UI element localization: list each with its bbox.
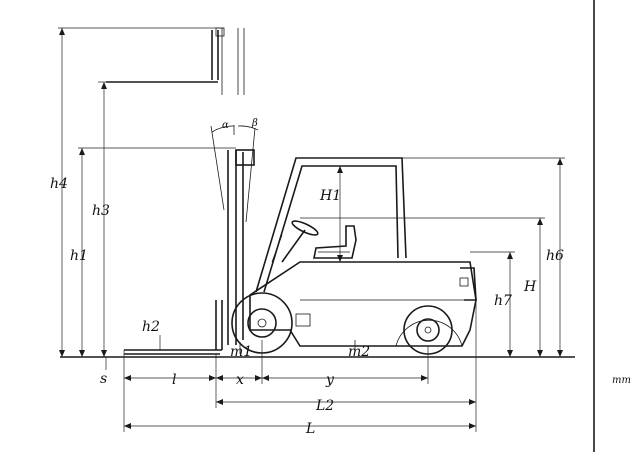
label-H: H (523, 279, 537, 295)
label-h7: h7 (494, 293, 512, 309)
arrowheads (59, 28, 563, 429)
label-alpha: α (222, 120, 229, 131)
dimension-lines (58, 27, 565, 432)
tilt-angle-lines (210, 125, 259, 223)
label-x: x (236, 372, 244, 388)
label-m1: m1 (230, 344, 252, 360)
truck-body (231, 157, 477, 355)
unit-label: mm (612, 375, 631, 386)
lowered-fork (124, 300, 223, 355)
label-H1: H1 (319, 188, 341, 204)
label-h3: h3 (92, 203, 110, 219)
label-h1: h1 (70, 248, 88, 264)
labels: h4 h3 h1 h2 H1 H h6 h7 α β m1 m2 s l x y… (50, 118, 631, 437)
label-L: L (305, 421, 315, 437)
label-h2: h2 (142, 319, 160, 335)
label-m2: m2 (348, 344, 370, 360)
label-y: y (325, 372, 335, 388)
label-h4: h4 (50, 176, 68, 192)
label-L2: L2 (315, 398, 334, 414)
mast (221, 28, 255, 345)
label-beta: β (251, 118, 258, 129)
label-l: l (172, 372, 176, 388)
label-s: s (100, 371, 107, 387)
raised-fork (106, 27, 225, 83)
label-h6: h6 (546, 248, 564, 264)
